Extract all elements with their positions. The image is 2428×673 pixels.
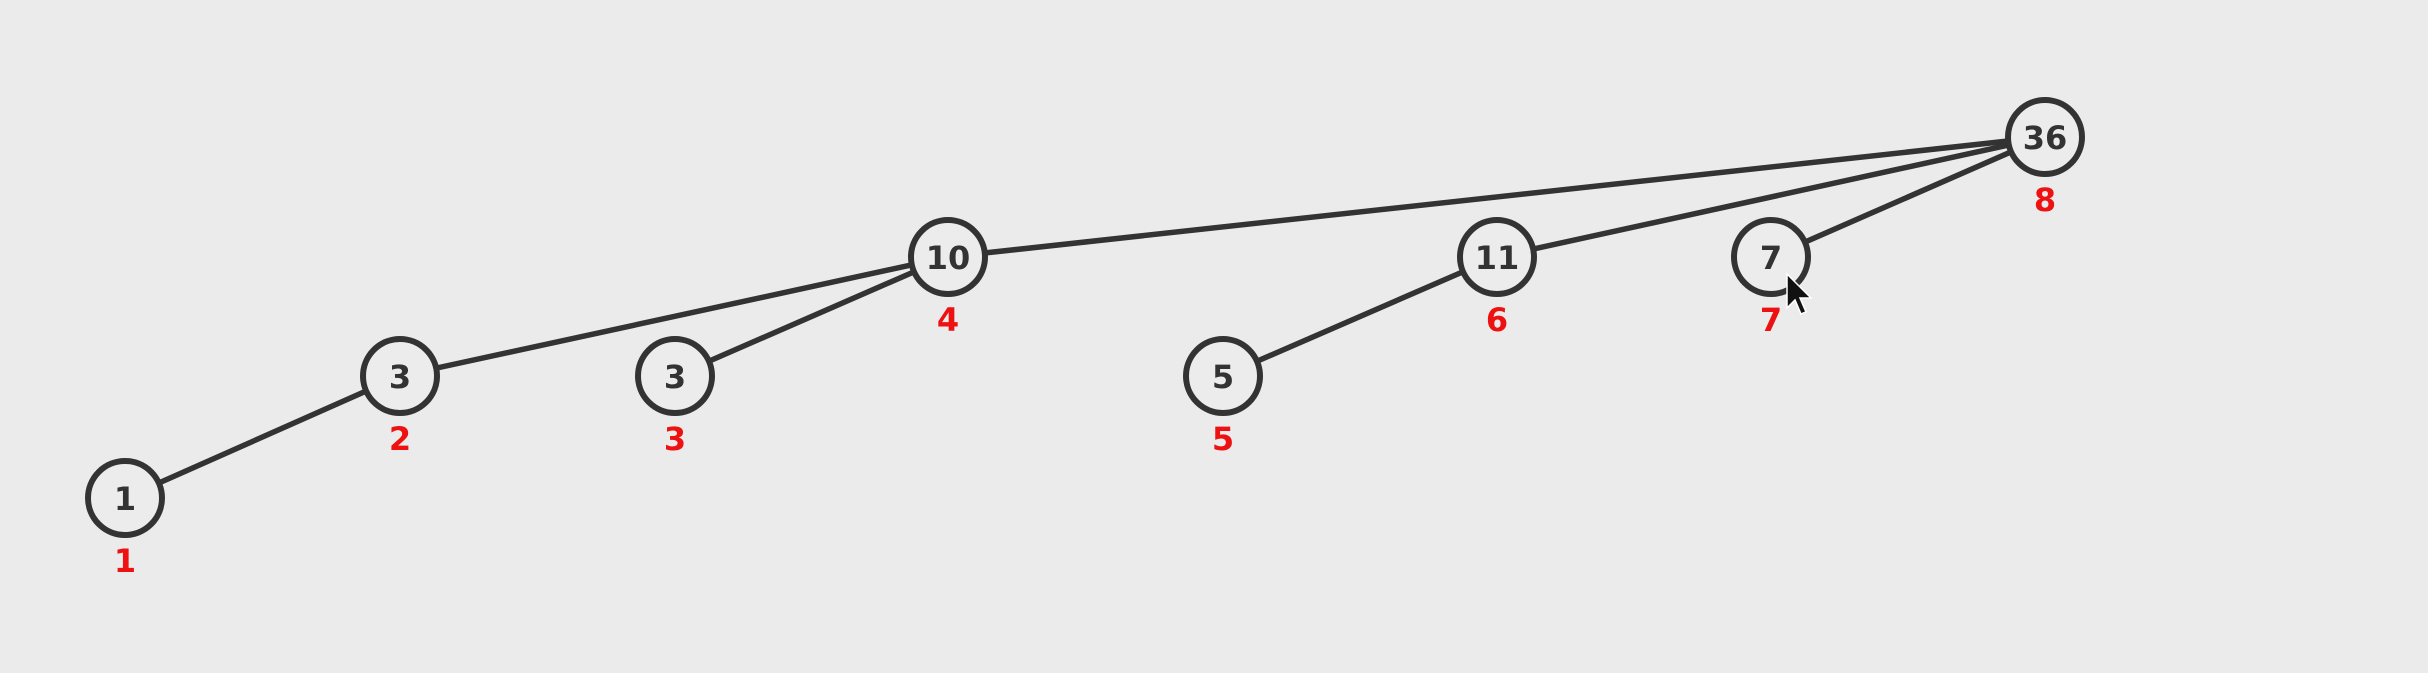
- edge-n7-n8: [1768, 134, 2048, 260]
- node-value: 36: [2023, 119, 2068, 157]
- node-index-label: 5: [1212, 420, 1234, 458]
- tree-node: 77: [1731, 217, 1811, 339]
- node-value: 10: [926, 239, 971, 277]
- node-index-label: 4: [937, 301, 959, 339]
- node-index-label: 1: [114, 542, 136, 580]
- edge-n1-n2: [122, 373, 403, 501]
- node-circle: [1457, 217, 1537, 297]
- edge-n3-n4: [672, 254, 951, 379]
- node-circle: [635, 336, 715, 416]
- node-circle: [2005, 97, 2085, 177]
- node-value: 7: [1760, 239, 1782, 277]
- tree-node: 36 8: [2005, 97, 2085, 219]
- node-circle: [360, 336, 440, 416]
- edge-n5-n6: [1220, 254, 1500, 379]
- tree-node: 55: [1183, 336, 1263, 458]
- node-circle: [908, 217, 988, 297]
- node-index-label: 6: [1486, 301, 1508, 339]
- tree-node: 11 6: [1457, 217, 1537, 339]
- mouse-pointer-icon: [1786, 272, 1813, 315]
- node-value: 3: [389, 358, 411, 396]
- node-index-label: 8: [2034, 181, 2056, 219]
- node-index-label: 7: [1760, 301, 1782, 339]
- tree-node: 32: [360, 336, 440, 458]
- node-index-label: 3: [664, 420, 686, 458]
- node-value: 3: [664, 358, 686, 396]
- tree-node: 10 4: [908, 217, 988, 339]
- node-value: 5: [1212, 358, 1234, 396]
- edges-layer: [122, 134, 2048, 501]
- node-circle: [1183, 336, 1263, 416]
- node-value: 1: [114, 480, 136, 518]
- node-value: 11: [1475, 239, 1520, 277]
- node-circle: [85, 458, 165, 538]
- tree-node: 33: [635, 336, 715, 458]
- tree-node: 11: [85, 458, 165, 580]
- node-index-label: 2: [389, 420, 411, 458]
- edge-n6-n8: [1494, 134, 2048, 260]
- edge-n2-n4: [397, 254, 951, 379]
- edge-n4-n8: [945, 134, 2048, 260]
